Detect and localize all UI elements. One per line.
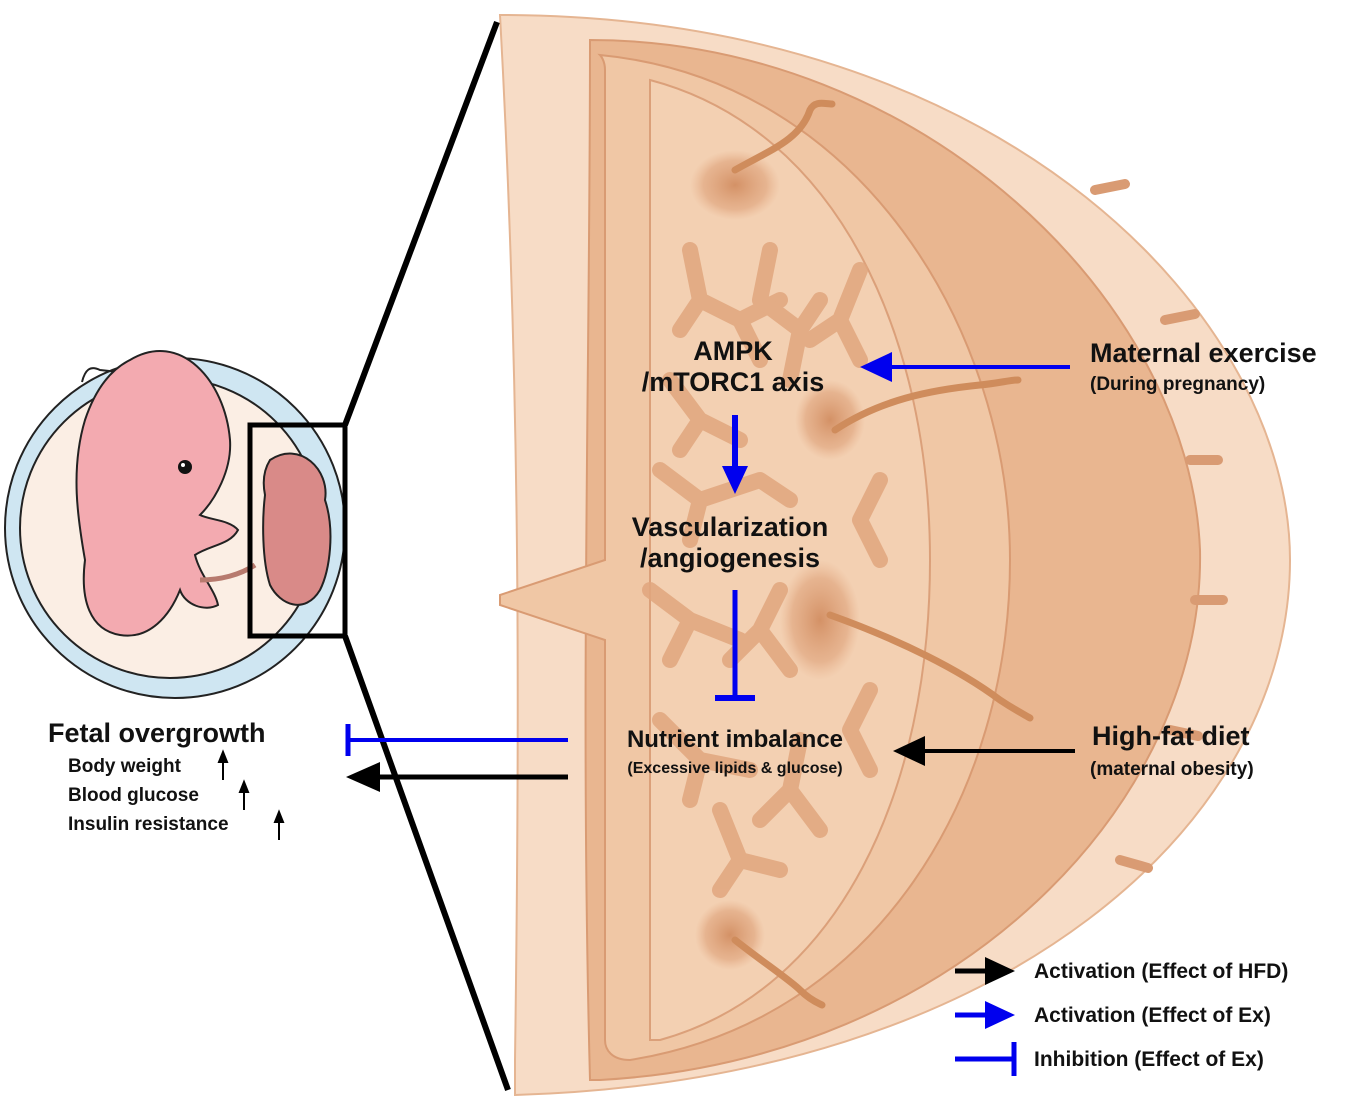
vasc-line2: /angiogenesis — [610, 543, 850, 574]
fetal-up-arrows — [219, 752, 283, 840]
fetal-placenta — [263, 454, 330, 605]
nutrient-label: Nutrient imbalance — [600, 726, 870, 754]
ampk-line2: /mTORC1 axis — [628, 367, 838, 398]
fetus-eye — [178, 460, 192, 474]
ampk-line1: AMPK — [628, 336, 838, 367]
zoom-line-top — [345, 22, 497, 425]
zoom-line-bottom — [345, 636, 508, 1090]
blue-inhibition-icon — [955, 1042, 1014, 1076]
legend-item-ex-inhibition: Inhibition (Effect of Ex) — [1034, 1048, 1264, 1072]
fetus-body — [76, 351, 238, 636]
fetal-item-insulin-resistance: Insulin resistance — [68, 814, 229, 836]
fetal-item-blood-glucose: Blood glucose — [68, 785, 199, 807]
fetal-item-body-weight: Body weight — [68, 756, 181, 778]
vasc-line1: Vascularization — [610, 512, 850, 543]
exercise-sublabel: (During pregnancy) — [1090, 374, 1265, 396]
fetal-label: Fetal overgrowth — [48, 718, 266, 749]
ampk-label: AMPK /mTORC1 axis — [628, 336, 838, 398]
vasc-label: Vascularization /angiogenesis — [610, 512, 850, 574]
blue-arrow-icon — [955, 1001, 1015, 1029]
hfd-sublabel: (maternal obesity) — [1090, 759, 1254, 781]
legend-item-hfd: Activation (Effect of HFD) — [1034, 960, 1288, 984]
nutrient-sublabel: (Excessive lipids & glucose) — [590, 760, 880, 778]
exercise-label: Maternal exercise — [1090, 338, 1317, 369]
hfd-label: High-fat diet — [1092, 721, 1249, 752]
legend-item-ex-activation: Activation (Effect of Ex) — [1034, 1004, 1271, 1028]
